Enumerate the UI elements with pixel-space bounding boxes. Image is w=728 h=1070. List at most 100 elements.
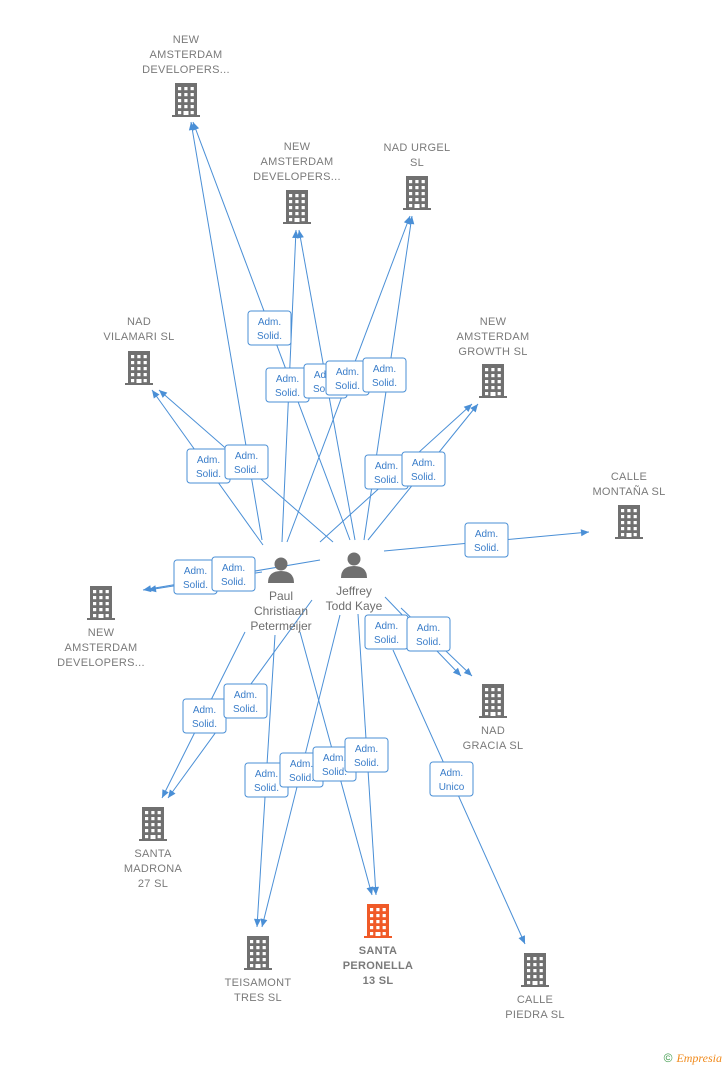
company-name-line: PIEDRA SL <box>505 1009 565 1021</box>
role-badge[interactable]: Adm.Solid. <box>362 357 407 393</box>
company-node[interactable]: NEW AMSTERDAM GROWTH SL <box>457 316 530 398</box>
building-icon <box>283 190 311 224</box>
badge-text-line: Solid. <box>474 543 499 554</box>
company-name-line: 13 SL <box>363 975 394 987</box>
building-icon <box>244 936 272 970</box>
company-name-line: NEW <box>173 34 200 46</box>
company-node[interactable]: NEW AMSTERDAM DEVELOPERS... <box>142 34 230 117</box>
badge-text-line: Adm. <box>440 768 463 779</box>
role-badge[interactable]: Adm.Solid. <box>265 367 310 403</box>
company-name-line: MADRONA <box>124 863 183 875</box>
badge-text-line: Solid. <box>374 635 399 646</box>
arrow-head <box>463 667 472 676</box>
arrow-head <box>253 918 261 927</box>
company-node[interactable]: NEW AMSTERDAM DEVELOPERS... <box>253 141 341 224</box>
badge-text-line: Adm. <box>290 759 313 770</box>
role-badge[interactable]: Adm. Solid. <box>173 559 218 595</box>
role-badge[interactable]: Adm.Solid. <box>182 698 227 734</box>
footer-brand[interactable]: ©Empresia <box>664 1051 722 1066</box>
badge-text-line: Adm. <box>193 705 216 716</box>
company-name-line: 27 SL <box>138 878 168 890</box>
arrow-head <box>452 667 461 676</box>
badge-text-line: Solid. <box>372 378 397 389</box>
role-badge[interactable]: Adm.Solid. <box>186 448 231 484</box>
role-badge[interactable]: Adm.Solid. <box>401 451 446 487</box>
relation-edge <box>392 649 526 945</box>
badge-text-line: Adm. <box>235 451 258 462</box>
company-name-line: AMSTERDAM <box>457 331 530 343</box>
company-name-line: DEVELOPERS... <box>253 171 341 183</box>
building-icon <box>172 83 200 117</box>
company-name-line: AMSTERDAM <box>261 156 334 168</box>
building-icon <box>87 586 115 620</box>
badge-text-line: Solid. <box>374 475 399 486</box>
role-badge[interactable]: Adm. Solid. <box>224 444 269 480</box>
badge-text-line: Adm. <box>417 623 440 634</box>
edges-layer <box>142 121 590 945</box>
badge-text-line: Adm. <box>197 455 220 466</box>
company-name-line: NEW <box>284 141 311 153</box>
badge-text-line: Adm. <box>184 566 207 577</box>
role-badge[interactable]: Adm.Solid. <box>464 522 509 558</box>
person-name-line: Petermeijer <box>250 619 311 633</box>
badge-text-line: Adm. <box>323 753 346 764</box>
company-name-line: NAD <box>481 725 505 737</box>
company-name-line: SANTA <box>359 945 398 957</box>
badge-text-line: Adm. <box>355 744 378 755</box>
arrow-head <box>159 390 168 398</box>
arrow-head <box>143 585 152 593</box>
role-badge[interactable]: Adm. Solid. <box>344 737 389 773</box>
company-name-line: AMSTERDAM <box>150 49 223 61</box>
badge-text-line: Solid. <box>257 331 282 342</box>
role-badge[interactable]: Adm.Solid. <box>223 683 268 719</box>
person-icon <box>268 557 294 583</box>
badge-text-line: Adm. <box>255 769 278 780</box>
company-name-line: PERONELLA <box>343 960 414 972</box>
badge-text-line: Adm. <box>336 367 359 378</box>
badge-text-line: Adm. <box>375 621 398 632</box>
arrow-head <box>192 122 200 131</box>
badge-text-line: Solid. <box>289 773 314 784</box>
person-name-line: Christiaan <box>254 604 308 618</box>
badge-text-line: Solid. <box>183 580 208 591</box>
arrow-head <box>152 390 160 399</box>
arrow-head <box>148 585 157 593</box>
company-name-line: GROWTH SL <box>458 346 527 358</box>
company-name-line: NEW <box>480 316 507 328</box>
role-badge[interactable]: Adm. Solid. <box>406 616 451 652</box>
arrow-head <box>260 918 268 927</box>
person-name-line: Paul <box>269 589 293 603</box>
role-badge[interactable]: Adm. Solid. <box>247 310 292 346</box>
arrow-head <box>518 935 525 944</box>
role-badge[interactable]: Adm.Solid. <box>211 556 256 592</box>
badge-text-line: Solid. <box>322 767 347 778</box>
building-icon <box>521 953 549 987</box>
arrow-head <box>371 886 379 895</box>
badge-text-line: Adm. <box>258 317 281 328</box>
company-name-line: DEVELOPERS... <box>142 64 230 76</box>
badge-text-line: Solid. <box>254 783 279 794</box>
badges-layer: Adm. Solid. Adm. Solid. Adm. Solid. Adm. Solid.… <box>173 310 509 798</box>
badge-text-line: Solid. <box>234 465 259 476</box>
badge-text-line: Solid. <box>221 577 246 588</box>
company-name-line: MONTAÑA SL <box>592 485 665 498</box>
badge-text-line: Solid. <box>354 758 379 769</box>
company-node[interactable]: NEWAMSTERDAMDEVELOPERS... <box>57 586 145 669</box>
role-badge[interactable]: Adm.Unico <box>429 761 474 797</box>
badge-text-line: Solid. <box>416 637 441 648</box>
badge-text-line: Solid. <box>411 472 436 483</box>
role-badge[interactable]: Adm. Solid. <box>364 614 409 650</box>
company-node[interactable]: SANTA PERONELLA 13 SL <box>343 904 414 987</box>
company-name-line: AMSTERDAM <box>65 642 138 654</box>
badge-text-line: Adm. <box>276 374 299 385</box>
